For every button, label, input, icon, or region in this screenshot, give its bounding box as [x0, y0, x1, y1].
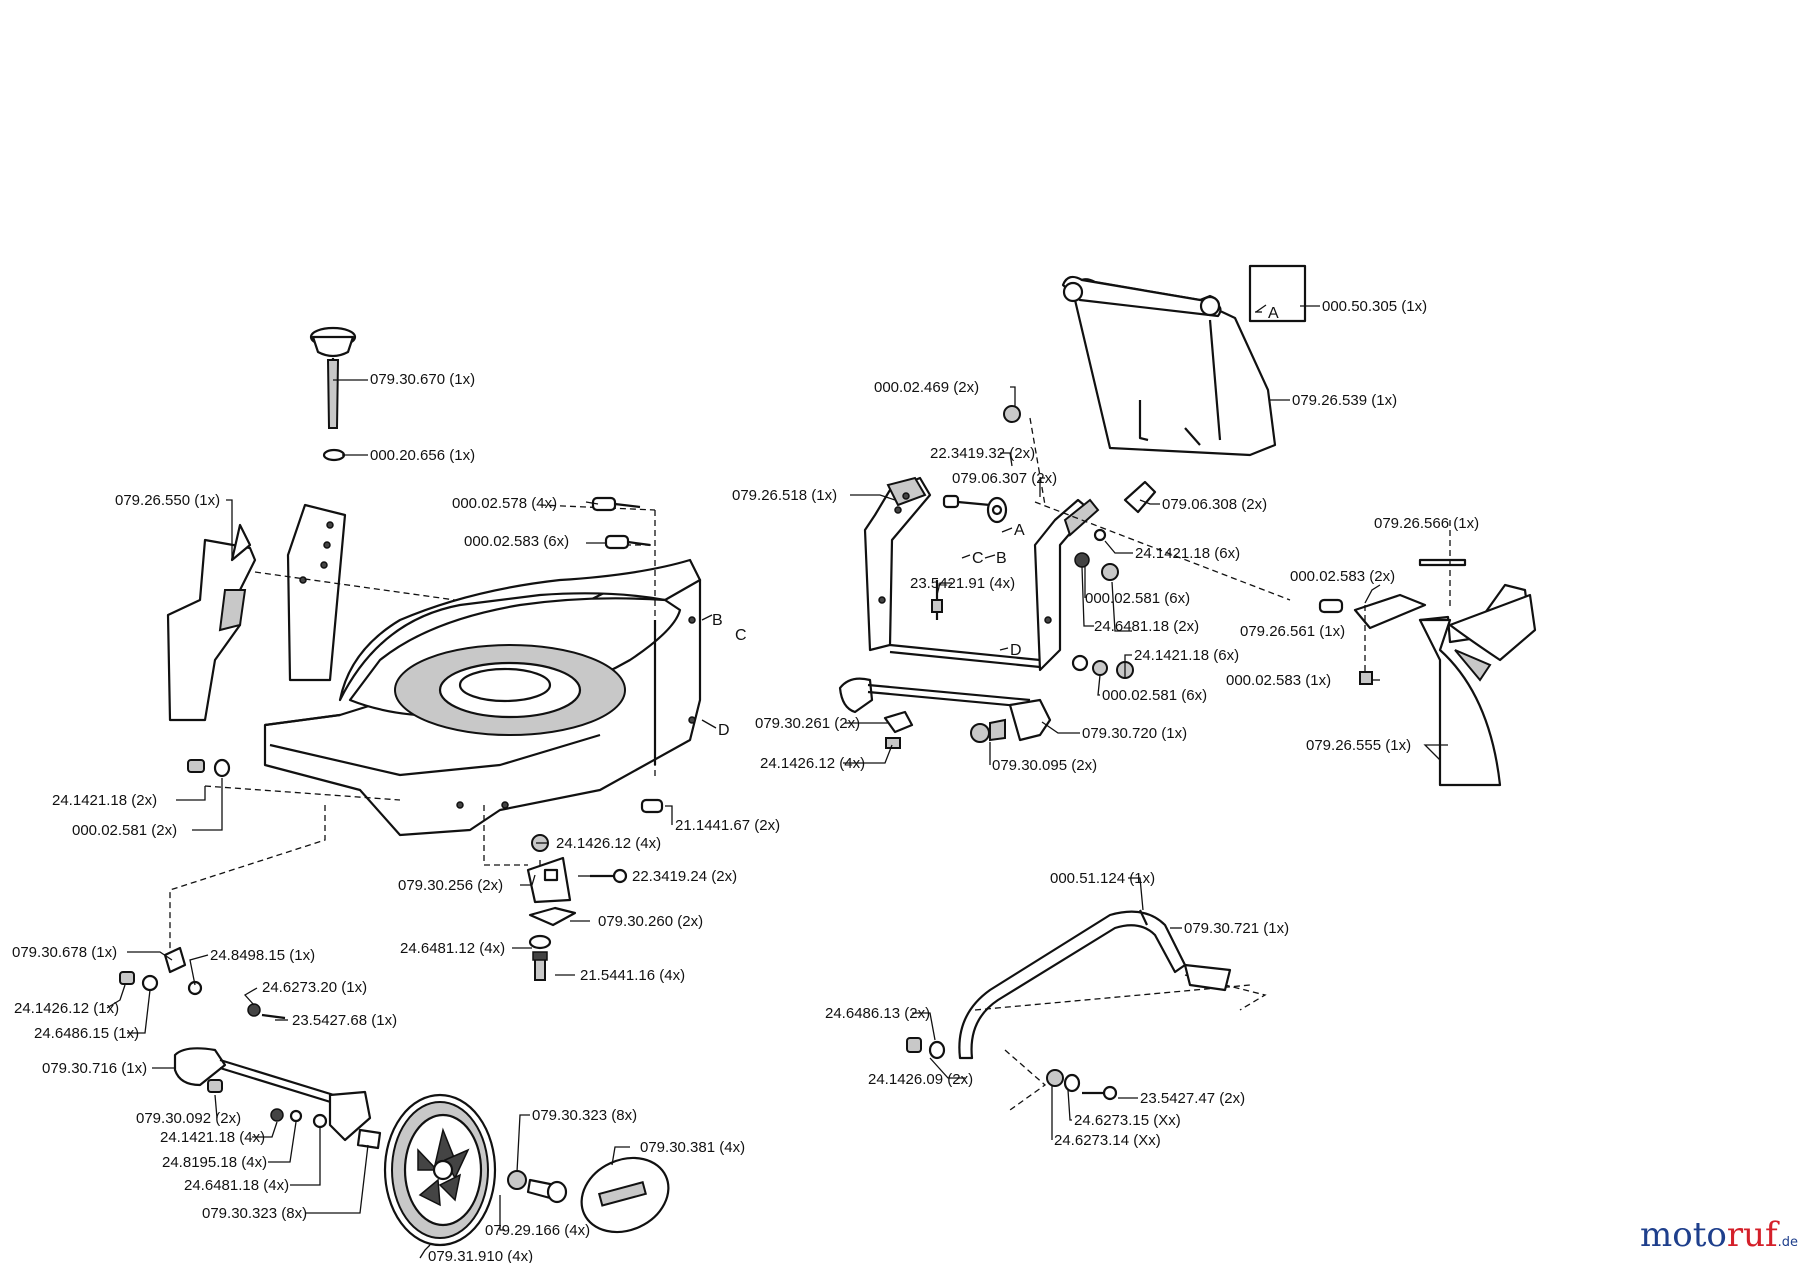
part-label: 079.06.307 (2x) — [952, 470, 1057, 487]
front-axle-assembly — [119, 946, 382, 1150]
part-label: 079.30.323 (8x) — [532, 1107, 637, 1124]
part-label: 24.8195.18 (4x) — [162, 1154, 267, 1171]
deck-hardware — [187, 496, 664, 814]
part-label: 079.31.910 (4x) — [428, 1248, 533, 1263]
lower-handle — [906, 909, 1267, 1111]
part-label: 079.30.260 (2x) — [598, 913, 703, 930]
part-label: 079.30.721 (1x) — [1184, 920, 1289, 937]
handle-bracket — [863, 476, 1100, 672]
part-label: 079.30.670 (1x) — [370, 371, 475, 388]
part-label: 079.30.095 (2x) — [992, 757, 1097, 774]
part-label: 079.29.166 (4x) — [485, 1222, 590, 1239]
part-label: 000.20.656 (1x) — [370, 447, 475, 464]
part-label: 079.30.092 (2x) — [136, 1110, 241, 1127]
part-label: 000.02.583 (2x) — [1290, 568, 1395, 585]
part-label: 000.02.583 (1x) — [1226, 672, 1331, 689]
part-label: 24.6486.13 (2x) — [825, 1005, 930, 1022]
part-label: 079.26.550 (1x) — [115, 492, 220, 509]
part-label: 23.5427.47 (2x) — [1140, 1090, 1245, 1107]
part-label: 079.30.261 (2x) — [755, 715, 860, 732]
part-label: 24.6273.20 (1x) — [262, 979, 367, 996]
part-label: 079.26.518 (1x) — [732, 487, 837, 504]
part-label: 079.30.720 (1x) — [1082, 725, 1187, 742]
motoruf-watermark: motoruf.de — [1640, 1215, 1798, 1255]
part-label: 21.5441.16 (4x) — [580, 967, 685, 984]
connection-marker-d: D — [1010, 642, 1022, 659]
part-label: 000.50.305 (1x) — [1322, 298, 1427, 315]
part-label: 079.26.566 (1x) — [1374, 515, 1479, 532]
svg-text:motoruf.de: motoruf.de — [1640, 1215, 1798, 1255]
part-label: 079.26.539 (1x) — [1292, 392, 1397, 409]
part-label: 000.02.583 (6x) — [464, 533, 569, 550]
connection-marker-c: C — [972, 550, 984, 567]
part-label: 079.30.256 (2x) — [398, 877, 503, 894]
part-label: 24.6481.12 (4x) — [400, 940, 505, 957]
part-label: 079.26.555 (1x) — [1306, 737, 1411, 754]
bracket-hardware-right — [931, 405, 1157, 679]
connection-marker-c: C — [735, 627, 747, 644]
part-label: 079.30.678 (1x) — [12, 944, 117, 961]
part-label: 24.6273.15 (Xx) — [1074, 1112, 1181, 1129]
part-label: 079.30.323 (8x) — [202, 1205, 307, 1222]
wheel-hardware — [507, 1156, 670, 1234]
connection-marker-d: D — [718, 722, 730, 739]
height-adjust-knob — [309, 326, 357, 429]
part-label: 24.1421.18 (6x) — [1135, 545, 1240, 562]
part-label: 079.30.716 (1x) — [42, 1060, 147, 1077]
part-label: 24.1426.12 (1x) — [14, 1000, 119, 1017]
part-label: 000.51.124 (1x) — [1050, 870, 1155, 887]
rear-flap — [166, 523, 257, 722]
part-label: 24.8498.15 (1x) — [210, 947, 315, 964]
part-label: 22.3419.24 (2x) — [632, 868, 737, 885]
part-label: 24.6481.18 (2x) — [1094, 618, 1199, 635]
connection-marker-a: A — [1014, 522, 1025, 539]
leader-lines — [106, 305, 1448, 1259]
part-label: 22.3419.32 (2x) — [930, 445, 1035, 462]
part-label: 24.1421.18 (4x) — [160, 1129, 265, 1146]
wheel-bracket — [526, 834, 628, 981]
part-label: 000.02.581 (6x) — [1085, 590, 1190, 607]
part-label: 23.5427.68 (1x) — [292, 1012, 397, 1029]
part-label: 079.26.561 (1x) — [1240, 623, 1345, 640]
part-label: 24.6481.18 (4x) — [184, 1177, 289, 1194]
part-label: 24.1421.18 (6x) — [1134, 647, 1239, 664]
part-label: 24.1426.12 (4x) — [556, 835, 661, 852]
wheel — [383, 1093, 497, 1247]
part-label: 000.02.578 (4x) — [452, 495, 557, 512]
grass-bag — [1061, 264, 1307, 457]
connection-marker-b: B — [996, 550, 1007, 567]
part-label: 000.02.469 (2x) — [874, 379, 979, 396]
part-label: 21.1441.67 (2x) — [675, 817, 780, 834]
rear-axle — [838, 677, 1052, 749]
connection-marker-b: B — [712, 612, 723, 629]
side-discharge-chute — [1318, 558, 1537, 787]
washer — [322, 448, 346, 462]
part-label: 24.1426.12 (4x) — [760, 755, 865, 772]
part-label: 23.5421.91 (4x) — [910, 575, 1015, 592]
part-label: 24.6273.14 (Xx) — [1054, 1132, 1161, 1149]
part-label: 079.30.381 (4x) — [640, 1139, 745, 1156]
part-label: 000.02.581 (6x) — [1102, 687, 1207, 704]
height-bracket — [286, 503, 347, 682]
connection-marker-a: A — [1268, 305, 1279, 322]
part-label: 000.02.581 (2x) — [72, 822, 177, 839]
part-label: 24.6486.15 (1x) — [34, 1025, 139, 1042]
part-label: 079.06.308 (2x) — [1162, 496, 1267, 513]
part-label: 24.1421.18 (2x) — [52, 792, 157, 809]
part-label: 24.1426.09 (2x) — [868, 1071, 973, 1088]
